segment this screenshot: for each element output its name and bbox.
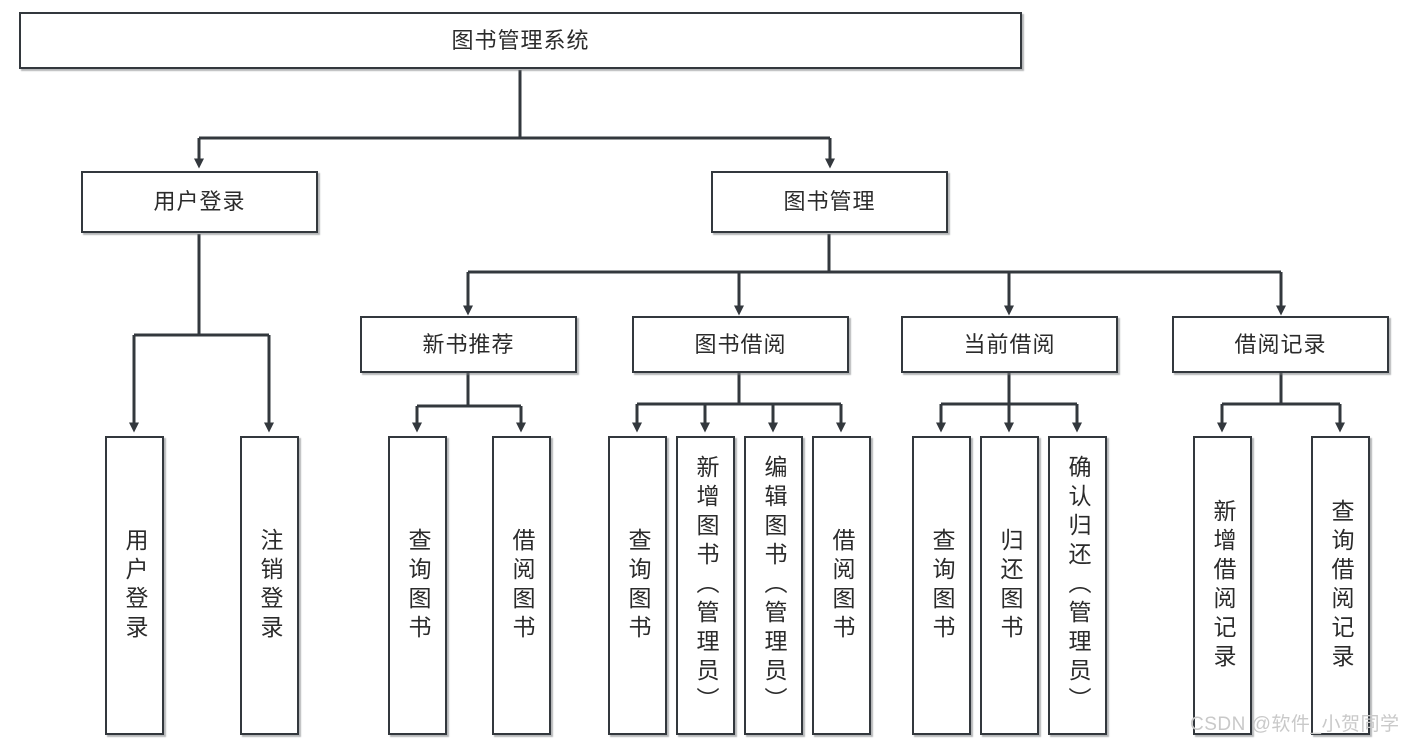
- node-label: 查询图书: [929, 527, 955, 644]
- csdn-watermark: CSDN @软件_小贺同学: [1190, 714, 1400, 735]
- node-leaf-logout-login[interactable]: 注销登录: [240, 436, 299, 735]
- node-label: 查询图书: [625, 527, 651, 644]
- node-leaf-query-book-3[interactable]: 查询图书: [912, 436, 971, 735]
- node-label: 借阅记录: [1234, 331, 1327, 357]
- node-leaf-confirm-return[interactable]: 确认归还（管理员）: [1048, 436, 1107, 735]
- node-leaf-add-borrow-record[interactable]: 新增借阅记录: [1193, 436, 1252, 735]
- node-leaf-add-book[interactable]: 新增图书（管理员）: [676, 436, 735, 735]
- node-label: 图书管理: [783, 189, 876, 215]
- node-label: 图书管理系统: [451, 27, 590, 53]
- node-leaf-query-borrow-record[interactable]: 查询借阅记录: [1311, 436, 1370, 735]
- node-leaf-return-book[interactable]: 归还图书: [980, 436, 1039, 735]
- node-leaf-user-login[interactable]: 用户登录: [105, 436, 164, 735]
- node-leaf-query-book-1[interactable]: 查询图书: [388, 436, 447, 735]
- node-label: 编辑图书（管理员）: [761, 455, 787, 716]
- node-current-borrow[interactable]: 当前借阅: [901, 316, 1118, 373]
- node-label: 借阅图书: [829, 527, 855, 644]
- node-label: 用户登录: [153, 189, 246, 215]
- node-label: 新增图书（管理员）: [693, 455, 719, 716]
- node-book-management[interactable]: 图书管理: [711, 171, 948, 233]
- node-book-management-system[interactable]: 图书管理系统: [19, 12, 1022, 69]
- node-book-borrow[interactable]: 图书借阅: [632, 316, 849, 373]
- node-label: 查询图书: [405, 527, 431, 644]
- node-leaf-borrow-book-1[interactable]: 借阅图书: [492, 436, 551, 735]
- node-label: 新书推荐: [422, 331, 515, 357]
- node-leaf-edit-book[interactable]: 编辑图书（管理员）: [744, 436, 803, 735]
- node-new-book-recommend[interactable]: 新书推荐: [360, 316, 577, 373]
- node-label: 查询借阅记录: [1328, 498, 1354, 673]
- node-label: 当前借阅: [963, 331, 1056, 357]
- node-leaf-query-book-2[interactable]: 查询图书: [608, 436, 667, 735]
- node-user-login[interactable]: 用户登录: [81, 171, 318, 233]
- node-label: 注销登录: [257, 527, 283, 644]
- node-label: 借阅图书: [509, 527, 535, 644]
- node-label: 确认归还（管理员）: [1065, 455, 1091, 716]
- node-label: 新增借阅记录: [1210, 498, 1236, 673]
- node-label: 归还图书: [997, 527, 1023, 644]
- node-label: 用户登录: [122, 527, 148, 644]
- node-borrow-record[interactable]: 借阅记录: [1172, 316, 1389, 373]
- node-label: 图书借阅: [694, 331, 787, 357]
- node-leaf-borrow-book-2[interactable]: 借阅图书: [812, 436, 871, 735]
